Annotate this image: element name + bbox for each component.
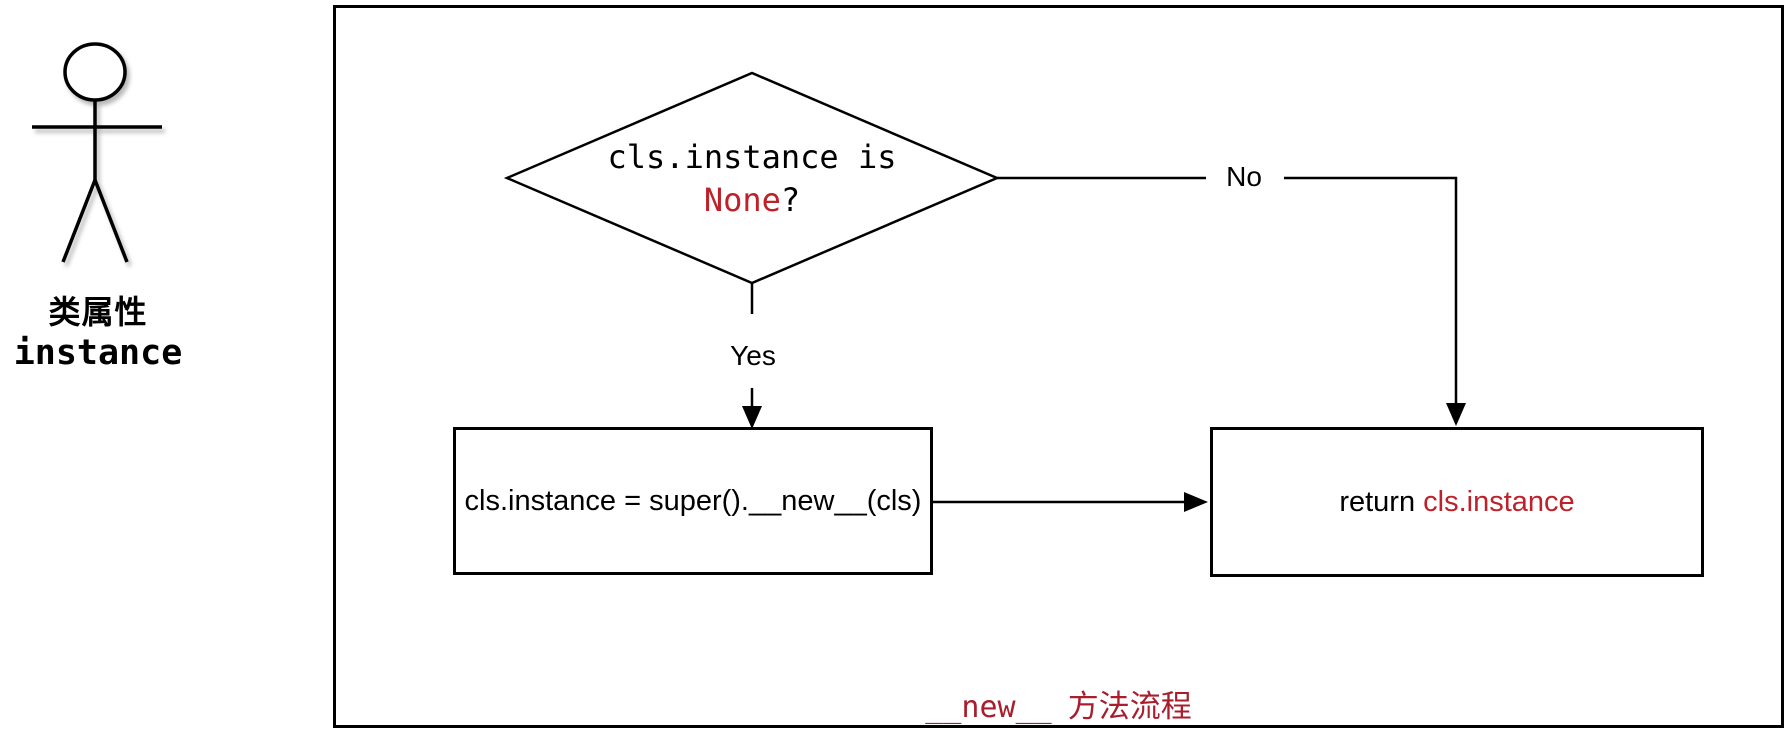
no-branch-arrowhead-icon <box>1446 403 1466 426</box>
decision-line1: cls.instance is <box>607 138 897 176</box>
no-branch-label: No <box>1226 161 1262 192</box>
return-prefix: return <box>1339 485 1416 518</box>
figure-leg-right <box>93 179 129 263</box>
no-branch-line-right <box>1284 176 1458 406</box>
diagram-caption: __new__ 方法流程 <box>333 681 1784 726</box>
decision-line2: None? <box>527 179 977 222</box>
process-to-return-arrowhead-icon <box>1184 492 1208 512</box>
actor-code-label: instance <box>13 332 183 373</box>
process-node-text: cls.instance = super().__new__(cls) <box>464 484 922 517</box>
figure-leg-left <box>61 179 97 263</box>
yes-branch-label: Yes <box>730 340 776 371</box>
return-node: return cls.instance <box>1210 427 1704 577</box>
return-highlight: cls.instance <box>1423 485 1575 518</box>
flowchart-frame <box>333 5 1784 728</box>
decision-suffix: ? <box>780 181 801 219</box>
caption-text: 方法流程 <box>1067 689 1192 724</box>
decision-node-text: cls.instance is None? <box>527 136 977 222</box>
actor-title: 类属性 <box>48 294 148 330</box>
yes-branch-arrowhead-icon <box>742 406 762 429</box>
caption-code: __new__ <box>925 690 1052 725</box>
decision-highlight: None <box>703 181 781 219</box>
stick-figure-icon <box>32 42 162 263</box>
process-node: cls.instance = super().__new__(cls) <box>453 427 933 575</box>
actor-label: 类属性 instance <box>0 294 196 373</box>
